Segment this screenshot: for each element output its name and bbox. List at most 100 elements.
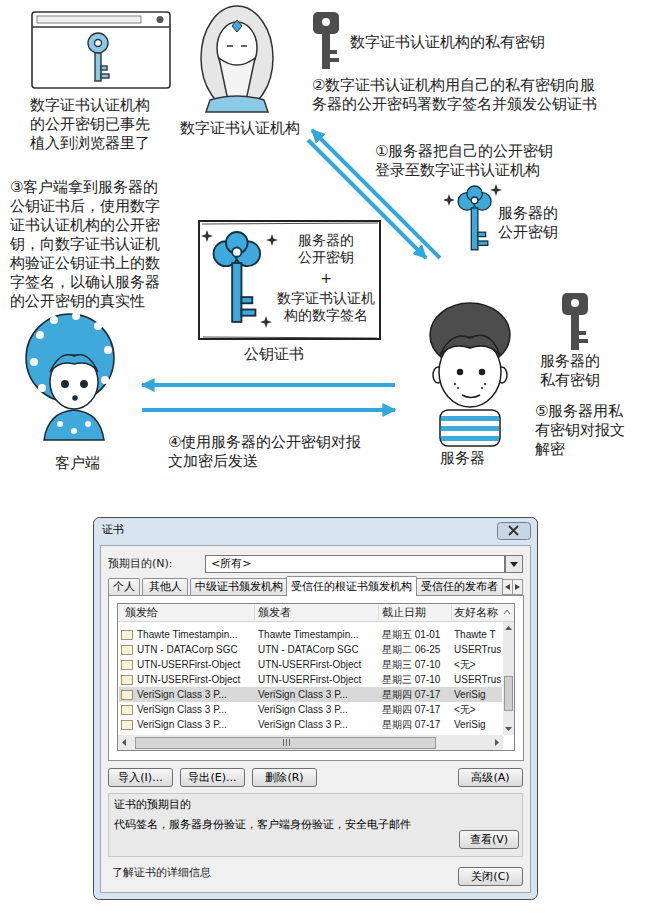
- client-figure: [57, 421, 91, 434]
- client-figure: [50, 355, 98, 409]
- push-button: 导入(I)...: [108, 768, 173, 787]
- table-cell: 星期四 07-17: [382, 702, 440, 717]
- node-label: 公钥证书: [228, 345, 320, 364]
- table-cell: UTN-USERFirst-Object: [137, 672, 240, 687]
- node-label: 删除(R): [265, 771, 303, 785]
- ca-public-key: [88, 33, 108, 53]
- table-cell: UTN-USERFirst-Object: [137, 657, 240, 672]
- table-cell: <无>: [454, 657, 476, 672]
- list-box: [255, 605, 452, 620]
- client-figure: [57, 421, 63, 427]
- scrollbar: [122, 739, 499, 746]
- server-figure: [481, 387, 483, 389]
- column-header: 友好名称: [454, 606, 498, 620]
- connector-arrow: [142, 383, 395, 387]
- dropdown-box: <所有>: [205, 555, 505, 573]
- close-button: [498, 523, 531, 540]
- annotation: ②数字证书认证机构用自己的私有密钥向服务器的公开密码署数字签名并颁发公钥证书: [312, 76, 602, 114]
- close-button: [498, 523, 531, 540]
- tab-panel: [109, 596, 524, 761]
- server-figure: [441, 426, 499, 431]
- server-figure: 服务器: [395, 258, 530, 470]
- annotation: ⑤服务器用私有密钥对报文解密: [535, 402, 628, 459]
- table-cell: 星期二 06-25: [382, 642, 440, 657]
- list-box: [119, 687, 502, 702]
- scrollbar: [118, 735, 503, 750]
- node-label: 代码签名，服务器身份验证，客户端身份验证，安全电子邮件: [114, 818, 444, 832]
- dropdown-arrow: [506, 556, 523, 573]
- annotation: ④使用服务器的公开密钥对报文加密后发送: [168, 433, 366, 471]
- table-cell: VeriSign Class 3 P...: [258, 717, 348, 732]
- column-header: 颁发给: [125, 606, 158, 620]
- tab: 中级证书颁发机构: [190, 578, 288, 595]
- node-label: <所有>: [211, 557, 251, 571]
- browser-window: [32, 12, 170, 88]
- column-header: 颁发者: [258, 606, 291, 620]
- certificate-icon: [122, 631, 133, 730]
- client-figure: [73, 396, 77, 400]
- node-label: 证书: [102, 523, 182, 537]
- client-figure: [38, 384, 46, 392]
- ca-figure: [232, 20, 242, 32]
- sparkle: [443, 194, 455, 206]
- node-label: 导入(I)...: [118, 771, 162, 785]
- dropdown-arrow: [506, 556, 523, 573]
- client-figure: [62, 381, 68, 387]
- table-cell: <无>: [454, 702, 476, 717]
- table-cell: Thawte T: [454, 627, 496, 642]
- client-figure: [94, 322, 102, 330]
- dialog-frame: [94, 518, 538, 900]
- dialog-frame: [94, 518, 538, 900]
- ca-figure: [227, 45, 247, 47]
- server-figure: [441, 416, 499, 441]
- table-cell: 星期四 07-17: [382, 717, 440, 732]
- browser-window: [32, 12, 170, 88]
- certificate-key: [214, 232, 260, 322]
- certificate-icon: [122, 721, 133, 730]
- ca-private-key: [313, 12, 339, 69]
- node-label: 高级(A): [471, 771, 509, 785]
- client-figure: [50, 316, 58, 324]
- ca-private-key: [313, 12, 339, 69]
- browser-window: [32, 26, 170, 27]
- server-figure: [454, 383, 456, 385]
- client-figure: [71, 428, 77, 434]
- table-cell: UTN-USERFirst-Object: [258, 657, 361, 672]
- node-label: 服务器: [440, 449, 485, 468]
- table-cell: 星期三 07-10: [382, 672, 440, 687]
- ca-figure: [201, 6, 273, 112]
- server-figure: [462, 395, 480, 398]
- dialog-frame: [101, 546, 531, 893]
- close-button: [509, 526, 518, 535]
- list-box: [118, 621, 514, 622]
- push-button: 查看(V): [459, 830, 519, 849]
- scrollbar: [503, 622, 514, 735]
- list-box: [504, 610, 510, 614]
- tab-scroll-arrows: [503, 580, 523, 595]
- server-figure: [457, 387, 459, 389]
- node-label: 证书的预期目的: [114, 798, 414, 812]
- table-cell: USERTrus: [454, 642, 501, 657]
- node-label: 其他人: [149, 580, 182, 594]
- tab-scroll-arrows: [513, 580, 523, 595]
- client-figure: [104, 346, 112, 354]
- annotation: 数字证书认证机构的私有密钥: [350, 33, 545, 52]
- table-cell: UTN-USERFirst-Object: [258, 672, 361, 687]
- certificate-outline: [199, 221, 380, 339]
- ca-figure: 数字证书认证机构: [168, 5, 312, 140]
- ca-figure: [201, 6, 273, 110]
- server-figure: [458, 370, 463, 375]
- server-figure: [480, 370, 485, 375]
- tab: 受信任的发布者: [416, 578, 503, 595]
- tab-scroll-arrows: [505, 584, 510, 590]
- table-cell: 星期四 07-17: [382, 687, 440, 702]
- server-public-key: [458, 186, 491, 250]
- list-box: [118, 604, 515, 751]
- sparkle: [260, 316, 272, 328]
- table-cell: VeriSig: [454, 687, 486, 702]
- connector-arrow: [142, 408, 395, 412]
- ca-public-key: [95, 40, 102, 47]
- sparkle: [266, 234, 278, 246]
- server-private-key: [562, 293, 588, 350]
- field-label: 预期目的(N):: [108, 557, 173, 571]
